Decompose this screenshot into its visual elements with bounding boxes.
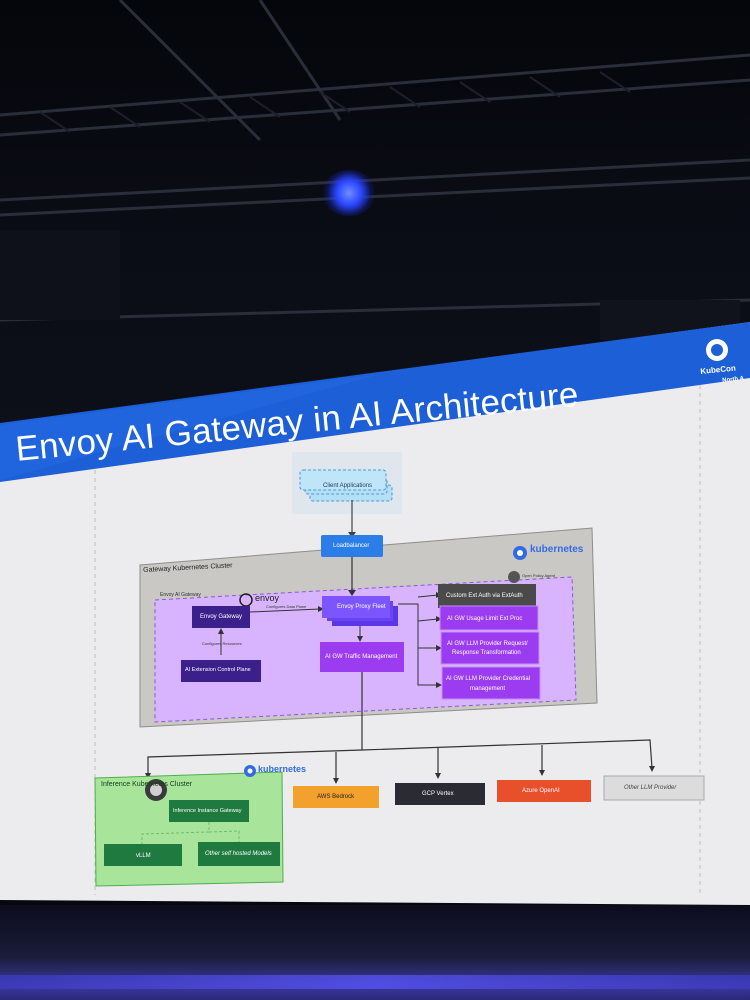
usage-limit-box [439,605,539,631]
inference-kubernetes-cluster [94,771,284,887]
gcp-vertex-box [395,783,485,805]
configures-resources-label: Configures Resources [202,641,242,646]
credential-management-box [441,666,541,700]
blue-stage-light [322,170,376,216]
ai-extension-control-plane-label: AI Extension Control Plane [185,667,251,673]
envoy-ai-gateway-label: Envoy AI Gateway [160,592,201,598]
slide-header-band [0,322,750,482]
aws-bedrock-box [293,786,379,808]
provider-transform-box [440,631,540,665]
credential-management-label-line2: management [470,686,506,692]
loadbalancer-label: Loadbalancer [333,543,370,549]
custom-ext-auth-box [438,584,536,608]
custom-ext-auth-label: Custom Ext Auth via ExtAuth [446,593,523,599]
kubernetes-brand-1: kubernetes [530,544,584,555]
other-self-hosted-label: Other self hosted Models [205,851,272,857]
gcp-vertex-label: GCP Vertex [422,791,454,797]
ai-gw-traffic-management-box [320,642,404,672]
inference-instance-gateway-label: Inference Instance Gateway [173,808,242,814]
client-applications-box [299,469,387,491]
azure-openai-label: Azure OpenAI [522,788,560,794]
other-self-hosted-box [198,842,280,866]
other-llm-provider-label: Other LLM Provider [624,785,677,791]
usage-limit-label: AI GW Usage Limit Ext Proc [447,616,523,622]
loadbalancer-box [321,535,383,557]
provider-transform-label-line1: AI GW LLM Provider Request/ [447,641,528,647]
envoy-proxy-fleet-label: Envoy Proxy Fleet [337,604,386,610]
credential-management-label-line1: AI GW LLM Provider Credential [446,676,531,682]
envoy-gateway-box [192,606,250,628]
ai-gw-traffic-management-label: AI GW Traffic Management [325,654,398,660]
client-applications-label: Client Applications [323,483,373,489]
configures-data-plane-label: Configures Data Plane [266,604,307,609]
inference-instance-gateway-box [169,800,249,822]
envoy-gateway-label: Envoy Gateway [200,614,243,620]
vllm-label: vLLM [136,853,151,859]
kubernetes-brand-2: kubernetes [258,764,307,774]
azure-openai-box [497,780,591,802]
aws-bedrock-label: AWS Bedrock [317,794,355,800]
envoy-brand: envoy [255,593,280,603]
envoy-proxy-fleet-box [322,596,390,618]
stage-light-strip [0,975,750,989]
ai-extension-control-plane-box [181,660,261,682]
open-policy-agent-icon [508,571,520,583]
vllm-box [104,844,182,866]
inference-cluster-label: Inference Kubernetes Cluster [101,781,193,788]
provider-transform-label-line2: Response Transformation [452,650,521,656]
open-policy-agent-label: Open Policy Agent [522,573,555,578]
other-llm-provider-box [603,775,705,801]
